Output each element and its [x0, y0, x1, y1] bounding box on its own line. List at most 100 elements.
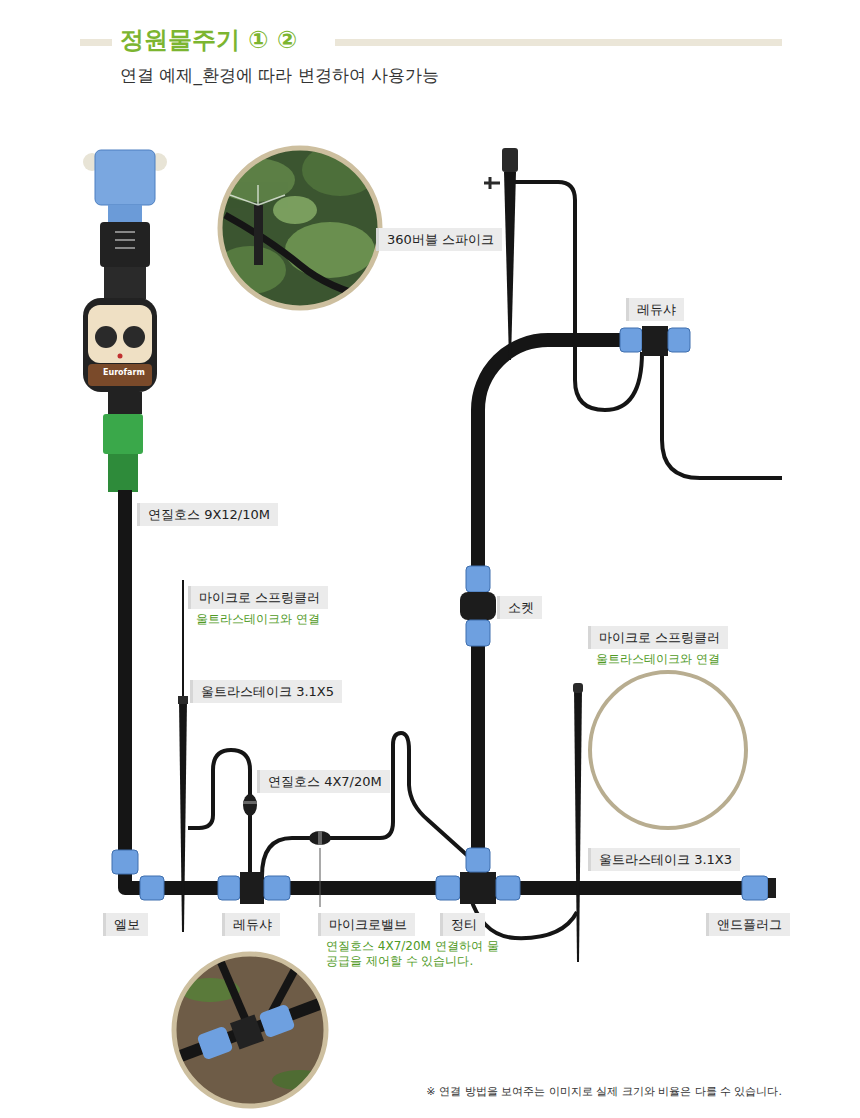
- callout-band: 정티: [440, 913, 486, 936]
- spike: [484, 148, 518, 360]
- photo-spray-part: [220, 148, 380, 308]
- callout-band: 마이크로 스프링클러울트라스테이크와 연결: [188, 586, 330, 627]
- stakes-part: [574, 688, 582, 962]
- photo-spray-part-part: [273, 196, 317, 224]
- part-name: 연질호스 9X12/10M: [137, 503, 278, 526]
- stakes: [178, 683, 583, 962]
- fittings-part: [218, 876, 240, 900]
- photo-fittings-part-part: [170, 1000, 330, 1060]
- title-bars-part: [335, 39, 782, 46]
- part-note: 울트라스테이크와 연결: [588, 652, 730, 667]
- photo-spray-part-part: [254, 205, 263, 265]
- callout-band: 앤드플러그: [706, 913, 791, 936]
- part-name: 마이크로 스프링클러: [588, 626, 728, 649]
- callout-band: 연질호스 4X7/20M: [257, 770, 391, 793]
- spray-circle: [590, 672, 746, 828]
- fittings-part: [240, 872, 264, 904]
- part-name: 엘보: [103, 913, 148, 936]
- spike-part: [504, 172, 516, 360]
- part-note: 연질호스 4X7/20M 연결하여 물공급을 제어할 수 있습니다.: [318, 939, 501, 969]
- callout-band: 소켓: [497, 596, 543, 619]
- micro-valves-part: [243, 801, 257, 804]
- fittings-part: [460, 872, 496, 904]
- micro-valves-part: [318, 831, 322, 845]
- stakes-part: [178, 696, 188, 704]
- hoses-part: [188, 750, 250, 876]
- photo-spray: [210, 140, 390, 320]
- pipes-part: [478, 340, 640, 888]
- part-name: 연질호스 4X7/20M: [257, 770, 390, 793]
- fittings-part: [466, 566, 490, 592]
- fittings: [112, 326, 776, 904]
- timer-part: [100, 222, 150, 267]
- part-name: 레듀샤: [222, 913, 280, 936]
- part-name: 소켓: [497, 596, 542, 619]
- part-note: 울트라스테이크와 연결: [188, 612, 330, 627]
- pipes-part: [125, 490, 760, 888]
- leader-lines-part: [320, 848, 321, 907]
- callout-band: 엘보: [103, 913, 149, 936]
- timer-part: [108, 205, 142, 223]
- timer-part: [108, 392, 142, 414]
- stakes-part: [573, 683, 583, 693]
- part-name: 울트라스테이크 3.1X3: [588, 848, 740, 871]
- part-name: 울트라스테이크 3.1X5: [190, 680, 342, 703]
- photo-spray-part-part: [210, 140, 390, 320]
- fittings-part: [460, 592, 496, 620]
- stakes-part: [179, 700, 187, 932]
- timer-part: [103, 414, 143, 454]
- timer-part: [95, 326, 117, 348]
- title-bars-part: [80, 39, 112, 46]
- micro-valves-part: [243, 794, 257, 816]
- micro-valves-part: [309, 831, 331, 845]
- timer-part: [108, 454, 138, 492]
- leader-lines: [320, 848, 321, 907]
- timer-part: [104, 267, 146, 299]
- photo-fittings-part-part: [196, 1026, 233, 1061]
- callout-band: 레듀샤: [626, 298, 685, 321]
- callout-band: 울트라스테이크 3.1X5: [190, 680, 343, 703]
- hoses-part: [262, 733, 468, 876]
- part-name: 360버블 스파이크: [376, 228, 502, 251]
- fittings-part: [466, 848, 490, 872]
- callout-band: 레듀샤: [222, 913, 281, 936]
- callout-band: 울트라스테이크 3.1X3: [588, 848, 741, 871]
- timer-part: [88, 305, 152, 363]
- timer-part: [95, 150, 155, 205]
- timer-part: [123, 326, 145, 348]
- hoses-part: [182, 580, 184, 700]
- fittings-part: [496, 876, 520, 900]
- photo-fittings-part-part: [170, 950, 330, 1110]
- fittings-part: [642, 326, 668, 356]
- brand-logo: Eurofarm: [103, 368, 145, 377]
- hoses-part: [514, 182, 642, 410]
- photo-fittings-part: [174, 954, 326, 1106]
- fittings-part: [768, 878, 776, 898]
- timer-part: [118, 354, 123, 359]
- callout-band: 360버블 스파이크: [376, 228, 503, 251]
- timer-part: [88, 364, 152, 386]
- page-title: 정원물주기 ① ②: [120, 24, 297, 56]
- fittings-part: [140, 876, 164, 900]
- photo-fittings-part-part: [230, 1014, 264, 1049]
- pipes: [125, 340, 760, 888]
- photo-fittings: [170, 950, 330, 1110]
- fittings-part: [466, 620, 490, 646]
- footnote: ※ 연결 방법을 보여주는 이미지로 실제 크기와 비율은 다를 수 있습니다.: [426, 1084, 782, 1099]
- part-name: 앤드플러그: [706, 913, 790, 936]
- fittings-part: [668, 328, 690, 352]
- photo-fittings-part: [170, 950, 330, 1110]
- callout-band: 마이크로 스프링클러울트라스테이크와 연결: [588, 626, 730, 667]
- timer-part: [83, 298, 157, 392]
- part-name: 레듀샤: [626, 298, 684, 321]
- photo-spray-part-part: [230, 185, 285, 205]
- photo-fittings-part-part: [258, 1004, 295, 1039]
- fittings-part: [436, 876, 460, 900]
- fittings-part: [264, 876, 290, 900]
- spike-part: [502, 148, 518, 172]
- callout-band: 연질호스 9X12/10M: [137, 503, 279, 526]
- part-name: 정티: [440, 913, 485, 936]
- photo-spray-part: [210, 140, 390, 320]
- fittings-part: [112, 850, 138, 874]
